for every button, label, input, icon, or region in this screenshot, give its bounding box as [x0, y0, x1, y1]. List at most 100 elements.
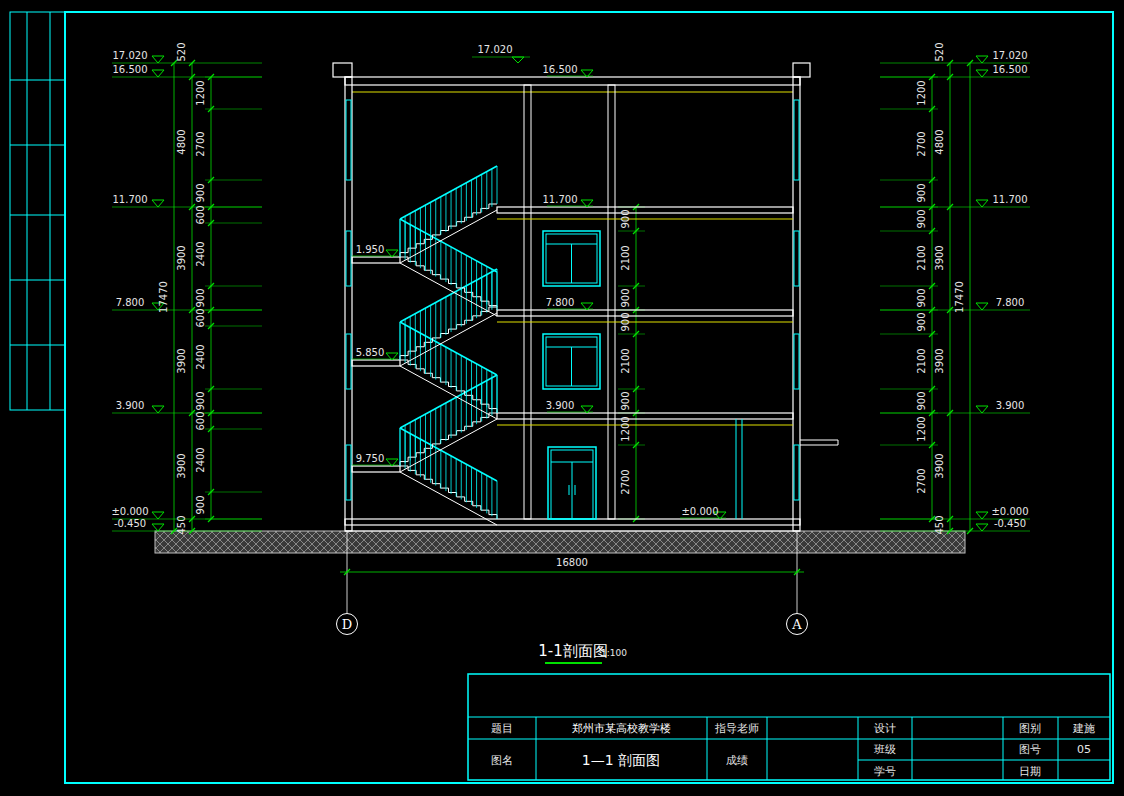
title-block-text: 学号 [874, 766, 896, 777]
stair-baluster [445, 453, 446, 491]
axis-circle: D [336, 613, 358, 635]
dimension-text: 600 [196, 205, 206, 224]
title-block-line [767, 717, 768, 780]
axis-circle: A [786, 613, 808, 635]
beam-line [352, 92, 793, 93]
dimension-text: 900 [621, 312, 631, 331]
stair-baluster [445, 297, 446, 335]
extension-line [880, 334, 938, 335]
title-block-text: 郑州市某高校教学楼 [572, 723, 671, 734]
dimension-text: 4800 [935, 129, 945, 154]
extension-line [880, 445, 938, 446]
elevation-symbol [581, 406, 593, 413]
elevation-symbol [386, 353, 398, 360]
elevation-label: 5.850 [356, 348, 385, 358]
stair-baluster [425, 414, 426, 452]
dimension-text: 4800 [177, 129, 187, 154]
dimension-text: 600 [196, 308, 206, 327]
elevation-label: 16.500 [113, 65, 148, 75]
elevation-symbol [152, 200, 164, 207]
elevation-label: 7.800 [546, 298, 575, 308]
dimension-text: 3900 [935, 348, 945, 373]
stair-baluster [491, 169, 492, 207]
elevation-line [880, 207, 1030, 208]
stair-baluster [471, 361, 472, 399]
elevation-label: -0.450 [114, 519, 146, 529]
dimension-line [636, 207, 637, 519]
door [548, 447, 596, 519]
stair-soffit [400, 263, 497, 316]
elevation-symbol [581, 70, 593, 77]
stair-steps [400, 204, 497, 257]
title-block-text: 建施 [1073, 723, 1095, 734]
title-block-text: 图号 [1019, 744, 1041, 755]
elevation-line [112, 63, 262, 64]
stair-steps [400, 307, 497, 360]
dimension-text: 2100 [917, 348, 927, 373]
stair-baluster [461, 252, 462, 290]
stair-baluster [400, 322, 401, 360]
stair-railing [400, 269, 497, 322]
stair-baluster [466, 392, 467, 430]
stair-baluster [415, 211, 416, 249]
elevation-label: ±0.000 [111, 507, 148, 517]
extension-line [880, 109, 938, 110]
extension-line [205, 286, 262, 287]
stair-baluster [476, 177, 477, 215]
wall-window [794, 100, 799, 180]
elevation-line [112, 413, 262, 414]
extension-line [205, 429, 262, 430]
stair-baluster [491, 372, 492, 410]
stair-landing [352, 360, 400, 366]
elevation-label: 7.800 [996, 298, 1025, 308]
elevation-symbol [512, 57, 524, 63]
stair-baluster [415, 420, 416, 458]
stair-baluster [471, 258, 472, 296]
side-strip-line [10, 80, 65, 81]
stair-baluster [497, 166, 498, 204]
elevation-symbol [581, 200, 593, 207]
stair-baluster [425, 205, 426, 243]
elevation-label: 3.900 [996, 401, 1025, 411]
wall-window [794, 231, 799, 286]
side-strip [10, 12, 65, 410]
stair-baluster [491, 269, 492, 307]
stair-baluster [476, 364, 477, 402]
column [524, 85, 531, 519]
dimension-text: 900 [196, 391, 206, 410]
stair-soffit [400, 472, 497, 525]
elevation-symbol [152, 70, 164, 77]
stair-baluster [400, 219, 401, 257]
stair-baluster [456, 250, 457, 288]
interior-post [742, 419, 743, 519]
extension-line [205, 326, 262, 327]
window [543, 334, 600, 389]
stair-baluster [456, 459, 457, 497]
elevation-symbol [976, 406, 988, 413]
parapet [793, 63, 810, 77]
elevation-label: 9.750 [356, 454, 385, 464]
elevation-symbol [976, 70, 988, 77]
dimension-text: 2700 [917, 468, 927, 493]
elevation-label: 7.800 [116, 298, 145, 308]
elevation-label: ±0.000 [681, 507, 718, 517]
elevation-label: 11.700 [543, 195, 578, 205]
stair-baluster [425, 308, 426, 346]
stair-baluster [456, 353, 457, 391]
column [608, 85, 615, 519]
elevation-symbol [152, 56, 164, 63]
title-block-line [1058, 717, 1059, 780]
side-strip-line [10, 345, 65, 346]
stair-baluster [451, 350, 452, 388]
axis-label: D [342, 618, 352, 631]
stair-baluster [440, 241, 441, 279]
stair-baluster [497, 272, 498, 310]
stair-steps [400, 466, 497, 519]
extension-line [618, 231, 645, 232]
dimension-text: 2100 [621, 245, 631, 270]
elevation-label: 17.020 [478, 45, 513, 55]
elevation-symbol [976, 303, 988, 310]
title-block-line [1003, 717, 1004, 780]
